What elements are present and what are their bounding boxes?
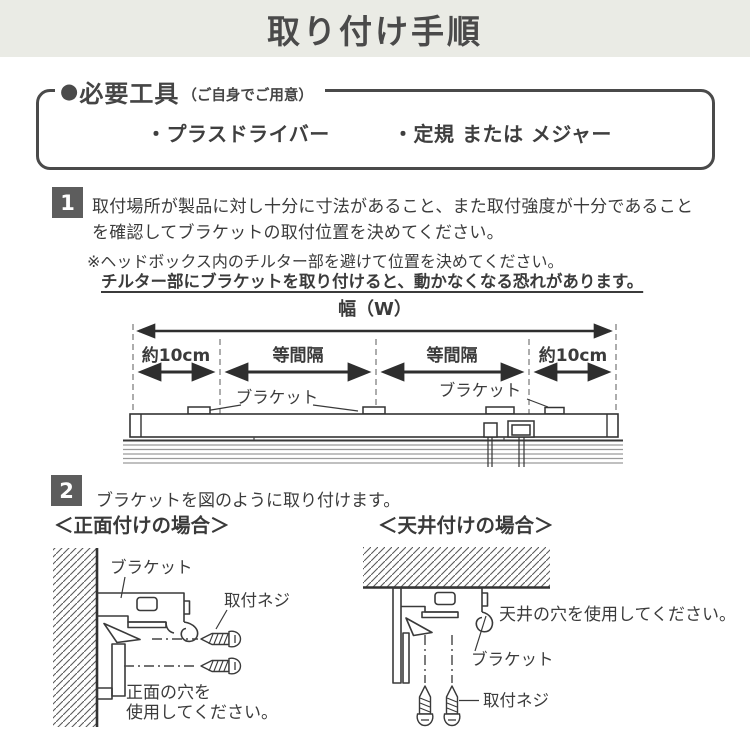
step-1-note: ※ヘッドボックス内のチルター部を避けて位置を決めてください。 <box>87 252 564 271</box>
step-2-number-badge: 2 <box>51 475 82 506</box>
cord-mechanisms <box>483 420 535 438</box>
step-2-text: ブラケットを図のように取り付けます。 <box>96 491 401 511</box>
headbox <box>129 413 619 438</box>
tool-item-screwdriver: ・プラスドライバー <box>146 122 330 146</box>
required-tools-box: ● 必要工具 （ご自身でご用意） ・プラスドライバー ・定規 または メジャー <box>36 74 715 170</box>
ceiling-bracket-drawing <box>392 587 494 684</box>
ceiling-bracket-label: ブラケット <box>471 649 554 669</box>
page-title: 取り付け手順 <box>267 11 483 51</box>
bracket-position-diagram: 幅（W） 約10cm 等間隔 等間隔 約10cm ブラケット ブラケット <box>123 298 623 467</box>
front-note-line1: 正面の穴を <box>126 683 211 703</box>
front-screw-icon-1 <box>200 630 242 648</box>
wall-hatch <box>53 548 97 727</box>
front-bracket-leader <box>120 576 126 599</box>
ceiling-screw-label: 取付ネジ <box>483 691 549 710</box>
cords <box>487 437 525 467</box>
front-mount-illustration: ブラケット 取付ネジ 正面の穴を <box>53 548 290 727</box>
ceiling-note: 天井の穴を使用してください。 <box>499 604 736 625</box>
ceiling-screw-icon-2 <box>443 685 461 727</box>
front-screw-leader <box>215 609 228 630</box>
ceiling-screw-icon-1 <box>416 685 434 727</box>
ceiling-hatch <box>363 547 550 587</box>
step-1-text-line1: 取付場所が製品に対し十分に寸法があること、また取付強度が十分であること <box>92 197 694 217</box>
bullet-circle-icon: ● <box>60 78 79 103</box>
front-screw-label: 取付ネジ <box>224 591 290 610</box>
tools-heading-note: （ご自身でご用意） <box>182 87 313 104</box>
dashed-guidelines <box>132 324 617 414</box>
step-1-number-badge: 1 <box>52 187 83 218</box>
ceiling-mount-heading: ＜天井付けの場合＞ <box>378 514 554 537</box>
segment-label-left-10cm: 約10cm <box>142 345 210 366</box>
front-note-line2: 使用してください。 <box>126 702 278 723</box>
front-screw-icon-2 <box>200 657 242 675</box>
title-bar: 取り付け手順 <box>0 0 750 57</box>
front-mount-heading: ＜正面付けの場合＞ <box>54 514 230 537</box>
ceiling-mount-illustration: 天井の穴を使用してください。 ブラケット 取付ネジ <box>363 547 736 727</box>
segment-labels: 約10cm 等間隔 等間隔 約10cm <box>142 345 607 366</box>
tools-heading-label: 必要工具 <box>79 79 180 108</box>
bracket-tabs <box>187 406 565 415</box>
ceiling-bracket-leader <box>474 615 487 652</box>
front-bracket-label: ブラケット <box>110 557 193 577</box>
front-screw-axis-lines <box>124 638 198 667</box>
segment-label-equal-1: 等間隔 <box>273 345 324 366</box>
front-bracket-drawing <box>96 592 199 700</box>
mounting-illustrations: ブラケット 取付ネジ 正面の穴を <box>53 547 736 727</box>
tool-item-ruler: ・定規 または メジャー <box>393 122 612 146</box>
bracket-label-left: ブラケット <box>236 387 319 407</box>
segment-label-right-10cm: 約10cm <box>539 345 607 366</box>
step-1-text-line2: を確認してブラケットの取付位置を決めてください。 <box>92 223 504 243</box>
segment-label-equal-2: 等間隔 <box>427 345 478 366</box>
width-label: 幅（W） <box>338 298 412 320</box>
required-tools-heading: ● 必要工具 （ご自身でご用意） <box>55 74 325 108</box>
blind-slats <box>123 444 623 464</box>
ladder-ticks <box>253 437 505 440</box>
bracket-label-right: ブラケット <box>439 380 522 400</box>
step-1-warning-underlined: チルター部にブラケットを取り付けると、動かなくなる恐れがあります。 <box>101 272 644 291</box>
ceiling-screw-axis-lines <box>424 635 453 683</box>
